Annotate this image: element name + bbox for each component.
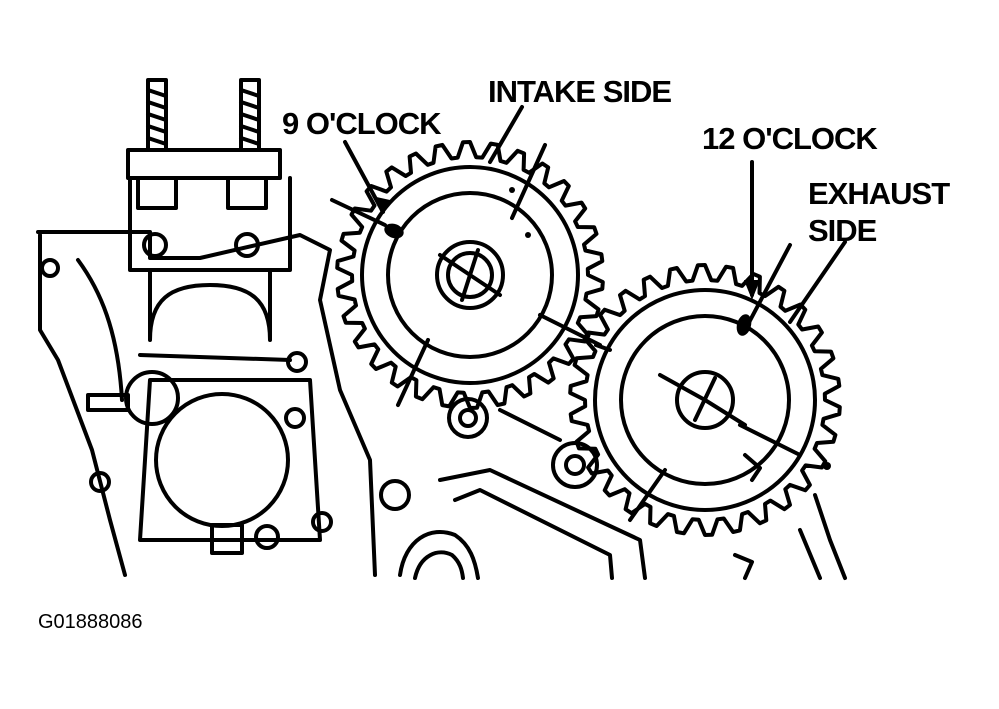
exhaust-gear [568,243,842,537]
intake-gear [330,140,605,410]
intake-gear-teeth [335,140,605,410]
timing-marks [372,187,831,470]
label-exhaust-line1: EXHAUST [808,176,950,211]
intake-timing-mark [384,223,404,239]
engine-block-left [36,230,377,577]
figure-id: G01888086 [38,611,143,633]
label-exhaust-line2: SIDE [808,213,877,248]
label-twelve-oclock: 12 O'CLOCK [702,121,878,156]
exhaust-timing-mark [736,314,752,336]
label-intake-side: INTAKE SIDE [488,74,672,109]
engine-block-right [379,397,847,580]
label-nine-oclock: 9 O'CLOCK [282,106,442,141]
nine-oclock-arrowhead [372,196,390,214]
twelve-oclock-arrowhead [744,280,760,300]
bearing-cap [126,78,322,542]
lower-housing [86,370,290,555]
